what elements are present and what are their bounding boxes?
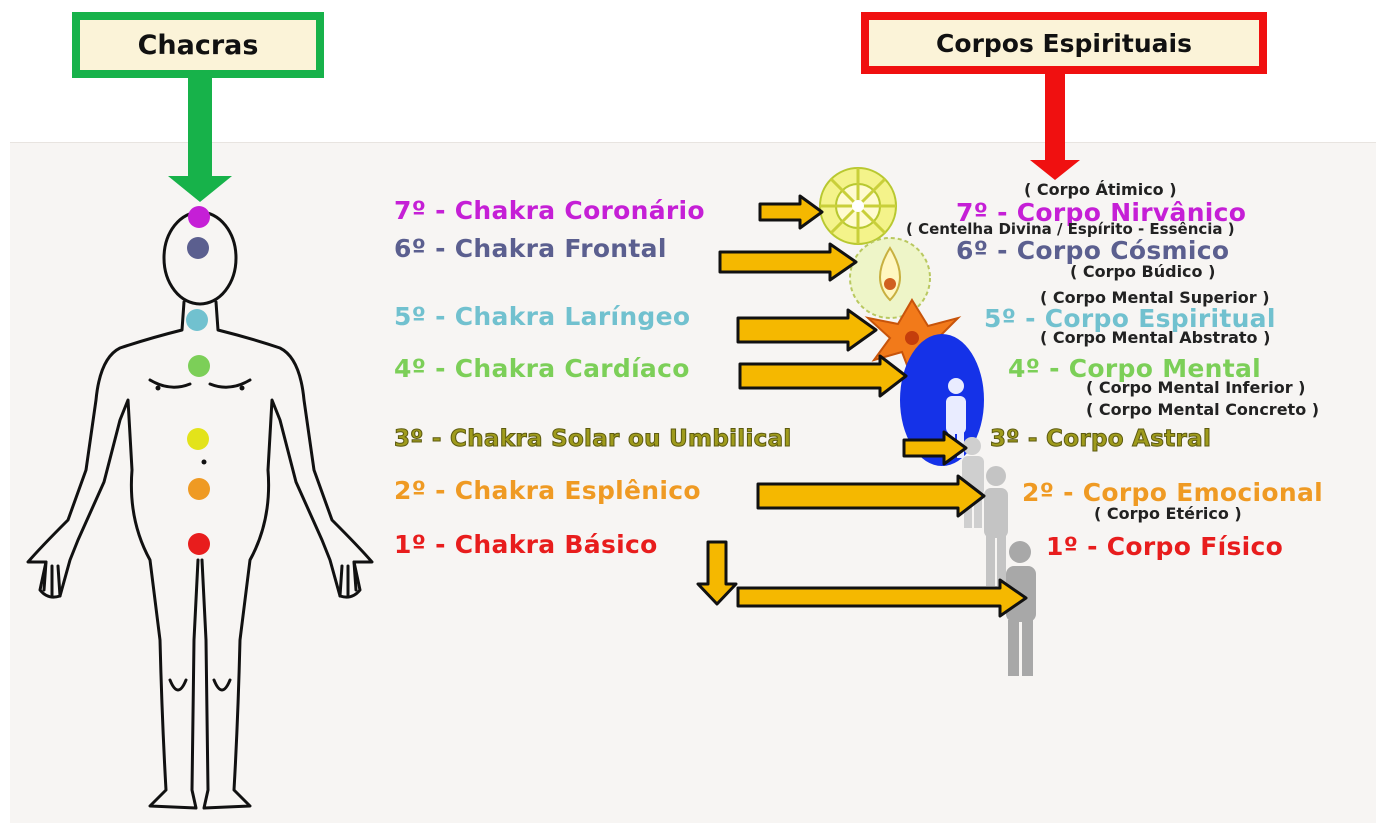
arrow-6 bbox=[718, 242, 858, 282]
note-centelha: ( Centelha Divina / Espírito - Essência … bbox=[906, 220, 1235, 238]
chakra-dot-2 bbox=[188, 478, 210, 500]
third-eye-flower-icon bbox=[849, 237, 931, 319]
chakra-dot-1 bbox=[188, 533, 210, 555]
note-mental-superior: ( Corpo Mental Superior ) bbox=[1040, 288, 1270, 307]
chakra-dot-5 bbox=[186, 309, 208, 331]
body-label-6: 6º - Corpo Cósmico bbox=[956, 236, 1230, 265]
note-mental-abstrato: ( Corpo Mental Abstrato ) bbox=[1040, 328, 1271, 347]
arrow-7 bbox=[758, 194, 824, 230]
right-nipple bbox=[239, 385, 245, 391]
arrow-4 bbox=[738, 354, 908, 398]
chest-left-line bbox=[148, 378, 192, 389]
chakra-label-6: 6º - Chakra Frontal bbox=[394, 234, 667, 263]
body-label-5: 5º - Corpo Espiritual bbox=[984, 304, 1276, 333]
red-arrow-shaft bbox=[1045, 74, 1065, 162]
chakra-label-3: 3º - Chakra Solar ou Umbilical bbox=[394, 426, 792, 453]
note-atmico: ( Corpo Átimico ) bbox=[1024, 180, 1177, 199]
chacras-header: Chacras bbox=[72, 12, 324, 78]
note-mental-inferior: ( Corpo Mental Inferior ) bbox=[1086, 378, 1306, 397]
arrow-1-down bbox=[696, 540, 738, 606]
left-nipple bbox=[155, 385, 161, 391]
chest-right-line bbox=[208, 378, 252, 389]
chacras-header-text: Chacras bbox=[137, 29, 259, 61]
arrow-2 bbox=[756, 474, 986, 518]
corpos-header-text: Corpos Espirituais bbox=[936, 28, 1192, 58]
body-label-7: 7º - Corpo Nirvânico bbox=[956, 198, 1247, 227]
green-arrow-head bbox=[168, 176, 232, 202]
chakra-dot-6 bbox=[187, 237, 209, 259]
green-arrow-shaft bbox=[188, 78, 212, 178]
chakra-dot-4 bbox=[188, 355, 210, 377]
chakra-label-5: 5º - Chakra Laríngeo bbox=[394, 302, 691, 331]
body-label-2: 2º - Corpo Emocional bbox=[1022, 478, 1324, 507]
arrow-1-right bbox=[736, 578, 1028, 618]
body-label-4: 4º - Corpo Mental bbox=[1008, 354, 1262, 383]
chakra-label-4: 4º - Chakra Cardíaco bbox=[394, 354, 690, 383]
note-mental-concreto: ( Corpo Mental Concreto ) bbox=[1086, 400, 1320, 419]
crown-flower-icon bbox=[819, 167, 897, 245]
corpos-header: Corpos Espirituais bbox=[861, 12, 1267, 74]
note-budico: ( Corpo Búdico ) bbox=[1070, 262, 1216, 281]
chakra-label-2: 2º - Chakra Esplênico bbox=[394, 476, 701, 505]
navel bbox=[201, 459, 207, 465]
arrow-3 bbox=[902, 430, 968, 466]
emotional-figure-icon bbox=[984, 466, 1008, 586]
right-knee bbox=[212, 678, 232, 692]
left-hand-fingers bbox=[42, 560, 62, 598]
arrow-5 bbox=[736, 308, 878, 352]
body-label-1: 1º - Corpo Físico bbox=[1046, 532, 1284, 561]
chakra-dot-3 bbox=[187, 428, 209, 450]
chakra-dot-7 bbox=[188, 206, 210, 228]
body-label-3: 3º - Corpo Astral bbox=[989, 426, 1212, 453]
red-arrow-head bbox=[1030, 160, 1080, 180]
right-hand-fingers bbox=[338, 560, 358, 598]
chakra-label-1: 1º - Chakra Básico bbox=[394, 530, 658, 559]
left-knee bbox=[168, 678, 188, 692]
chakra-label-7: 7º - Chakra Coronário bbox=[394, 196, 705, 225]
note-eterico: ( Corpo Etérico ) bbox=[1094, 504, 1242, 523]
